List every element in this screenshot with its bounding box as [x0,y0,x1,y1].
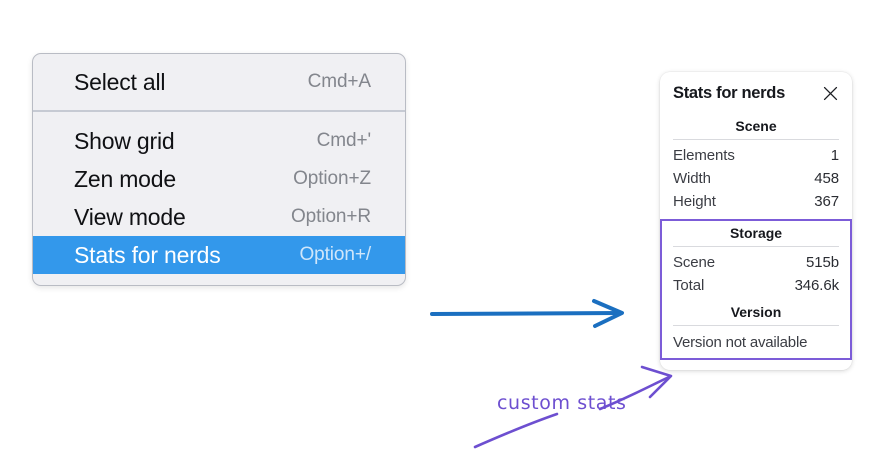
stat-label: Width [673,170,711,187]
version-heading: Version [730,304,782,320]
stat-label: Elements [673,147,735,164]
menu-group-2: Show grid Cmd+' Zen mode Option+Z View m… [33,110,405,274]
stat-label: Scene [673,254,716,271]
menu-item-select-all[interactable]: Select all Cmd+A [33,63,405,101]
storage-section: Storage Scene 515b Total 346.6k [673,224,839,297]
scene-section: Scene Elements 1 Width 458 Height 367 [660,117,852,213]
menu-item-shortcut: Option+/ [299,244,371,265]
menu-item-label: Zen mode [74,165,176,192]
menu-item-zen-mode[interactable]: Zen mode Option+Z [33,160,405,198]
divider [673,325,839,326]
custom-stats-highlight-box: Storage Scene 515b Total 346.6k Version … [660,219,852,360]
stat-label: Total [673,277,705,294]
blue-arrow [430,299,624,328]
menu-item-shortcut: Cmd+A [307,71,371,92]
storage-heading: Storage [729,225,783,241]
menu-item-shortcut: Cmd+' [316,130,371,151]
custom-stats-annotation-label: custom stats [497,392,627,414]
scene-heading: Scene [735,118,777,134]
stats-for-nerds-panel: Stats for nerds Scene Elements 1 Width 4… [660,72,852,370]
stat-row: Total 346.6k [673,274,839,297]
panel-title: Stats for nerds [673,84,785,102]
stat-label: Height [673,193,716,210]
menu-item-stats-for-nerds[interactable]: Stats for nerds Option+/ [33,236,405,274]
menu-item-show-grid[interactable]: Show grid Cmd+' [33,122,405,160]
divider [673,139,839,140]
menu-item-shortcut: Option+R [291,206,371,227]
menu-item-label: View mode [74,203,186,230]
stat-row: Width 458 [673,167,839,190]
stat-row: Scene 515b [673,251,839,274]
stat-value: 367 [814,193,839,210]
menu-item-shortcut: Option+Z [293,168,371,189]
stat-value: 346.6k [794,277,840,294]
menu-item-view-mode[interactable]: View mode Option+R [33,198,405,236]
context-menu: Select all Cmd+A Show grid Cmd+' Zen mod… [32,53,406,286]
stat-value: 1 [830,147,839,164]
menu-item-label: Stats for nerds [74,241,221,268]
version-section: Version Version not available [673,297,839,352]
stat-value: 458 [814,170,839,187]
close-icon[interactable] [822,85,839,102]
divider [673,246,839,247]
panel-header: Stats for nerds [660,84,852,103]
stat-row: Height 367 [673,190,839,213]
menu-group-1: Select all Cmd+A [33,63,405,101]
stat-row: Elements 1 [673,144,839,167]
version-text: Version not available [673,334,808,351]
stat-value: 515b [806,254,839,271]
menu-item-label: Select all [74,68,166,95]
purple-underline-stroke [473,412,559,449]
menu-item-label: Show grid [74,127,175,154]
